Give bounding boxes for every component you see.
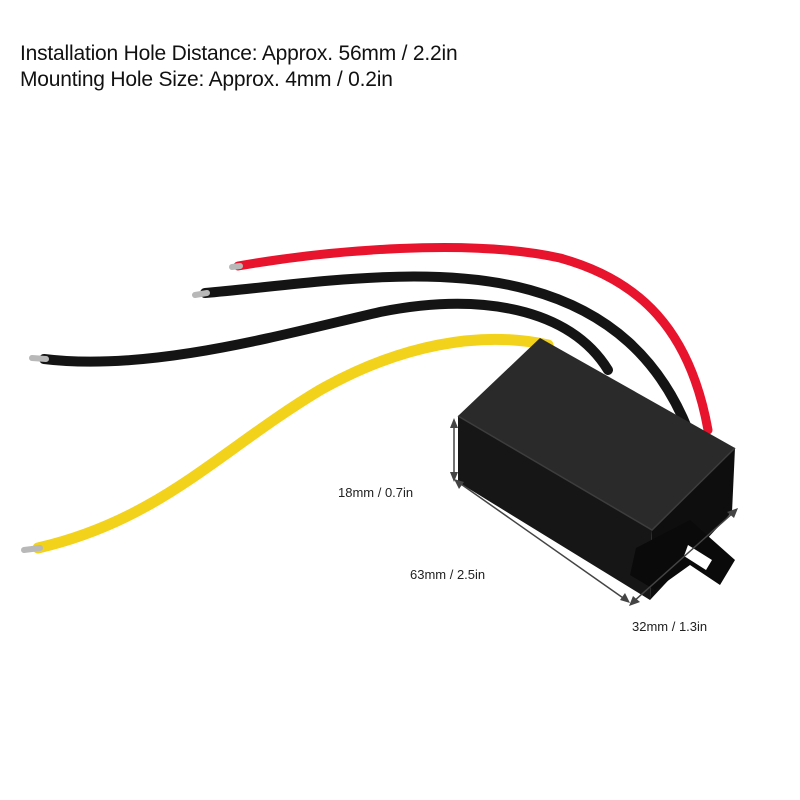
red-wire-tip — [229, 263, 243, 270]
hole-distance-text: Installation Hole Distance: Approx. 56mm… — [20, 42, 458, 65]
black-wire-lower — [39, 298, 613, 375]
yellow-wire-tip — [21, 545, 43, 553]
converter-module — [457, 338, 736, 600]
width-arrow-start — [629, 596, 640, 606]
height-dimension-label: 18mm / 0.7in — [338, 485, 414, 500]
length-dimension-label: 63mm / 2.5in — [410, 567, 486, 582]
dimension-lines — [450, 418, 738, 606]
length-dimension-line — [457, 481, 627, 601]
wires — [21, 243, 713, 554]
length-arrow-end — [620, 593, 630, 603]
module-top-face — [458, 338, 735, 530]
height-arrow-bottom — [450, 472, 458, 482]
length-arrow-start — [454, 479, 464, 489]
black-wire-upper-tip — [192, 290, 210, 298]
hole-size-text: Mounting Hole Size: Approx. 4mm / 0.2in — [20, 68, 393, 91]
black-wire-upper — [200, 271, 693, 435]
height-arrow-top — [450, 418, 458, 428]
red-wire — [233, 243, 713, 435]
width-arrow-end — [727, 508, 738, 518]
width-dimension-line — [632, 511, 735, 603]
yellow-wire — [32, 333, 554, 554]
module-edge-highlight — [457, 415, 736, 531]
width-dimension-label: 32mm / 1.3in — [632, 619, 708, 634]
mounting-tab — [630, 520, 735, 590]
black-wire-lower-tip — [29, 355, 49, 362]
module-front-face — [458, 416, 652, 600]
